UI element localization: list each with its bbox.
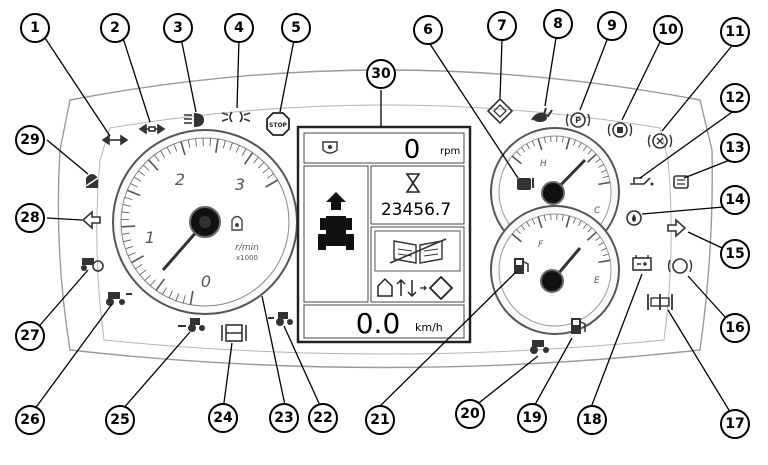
svg-text:STOP: STOP	[269, 122, 288, 129]
callout-28: 28	[16, 204, 44, 232]
svg-text:13: 13	[725, 140, 744, 156]
callout-22: 22	[309, 404, 337, 432]
callout-18: 18	[578, 406, 606, 434]
callout-10: 10	[654, 16, 682, 44]
svg-text:21: 21	[370, 412, 389, 428]
callout-17: 17	[721, 410, 749, 438]
callout-6: 6	[414, 16, 442, 44]
svg-text:6: 6	[423, 22, 433, 38]
callout-27: 27	[16, 322, 44, 350]
svg-text:1: 1	[30, 20, 40, 36]
svg-text:4: 4	[234, 20, 244, 36]
seat-belt-icon	[86, 174, 98, 188]
callout-14: 14	[721, 186, 749, 214]
tach-label-2: 2	[175, 170, 185, 189]
svg-text:11: 11	[725, 24, 744, 40]
tach-label-0: 0	[201, 272, 211, 291]
svg-text:29: 29	[20, 132, 39, 148]
svg-text:16: 16	[725, 320, 744, 336]
svg-text:10: 10	[658, 22, 678, 38]
fuel-gauge: F E	[491, 206, 619, 334]
svg-text:26: 26	[20, 412, 39, 428]
callout-23: 23	[270, 404, 298, 432]
callout-20: 20	[456, 400, 484, 428]
tach-unit-label: r/min	[235, 243, 259, 253]
temp-mark-h: H	[540, 159, 547, 169]
hour-meter-value: 23456.7	[381, 200, 451, 220]
callout-13: 13	[721, 134, 749, 162]
callout-21: 21	[366, 406, 394, 434]
callout-29: 29	[16, 126, 44, 154]
svg-text:23: 23	[274, 410, 293, 426]
callout-19: 19	[518, 404, 546, 432]
callout-4: 4	[225, 14, 253, 42]
svg-text:27: 27	[20, 328, 39, 344]
svg-text:7: 7	[497, 18, 507, 34]
tach-multiplier-label: x1000	[236, 254, 258, 262]
callout-9: 9	[598, 12, 626, 40]
svg-text:14: 14	[725, 192, 745, 208]
callout-12: 12	[721, 84, 749, 112]
svg-text:25: 25	[110, 412, 129, 428]
svg-text:8: 8	[553, 16, 563, 32]
tach-label-1: 1	[145, 228, 155, 247]
callout-8: 8	[544, 10, 572, 38]
callout-7: 7	[488, 12, 516, 40]
svg-text:30: 30	[371, 66, 391, 82]
svg-text:19: 19	[522, 410, 541, 426]
speed-unit: km/h	[415, 321, 443, 334]
svg-text:20: 20	[460, 406, 480, 422]
tachometer: 0 1 2 3 r/min x1000	[113, 130, 297, 314]
callout-15: 15	[721, 240, 749, 268]
svg-text:15: 15	[725, 246, 744, 262]
callout-24: 24	[209, 404, 237, 432]
callout-16: 16	[721, 314, 749, 342]
svg-text:18: 18	[582, 412, 601, 428]
callout-30: 30	[367, 60, 395, 88]
svg-text:28: 28	[20, 210, 39, 226]
callout-1: 1	[21, 14, 49, 42]
callout-2: 2	[101, 14, 129, 42]
gauge-tick	[210, 138, 211, 146]
stop-warning-icon: STOP	[267, 113, 289, 135]
svg-text:22: 22	[313, 410, 332, 426]
callout-3: 3	[164, 14, 192, 42]
fuel-mark-f: F	[538, 240, 544, 250]
callout-25: 25	[106, 406, 134, 434]
callout-26: 26	[16, 406, 44, 434]
gauge-tick	[121, 226, 135, 227]
svg-text:17: 17	[725, 416, 744, 432]
svg-text:24: 24	[213, 410, 233, 426]
coolant-temp-icon	[517, 178, 533, 190]
callout-5: 5	[282, 14, 310, 42]
svg-text:3: 3	[173, 20, 183, 36]
svg-text:5: 5	[291, 20, 301, 36]
temp-mark-c: C	[594, 206, 601, 216]
svg-text:12: 12	[725, 90, 744, 106]
central-display: 0 rpm 23456.7	[298, 127, 470, 342]
rpm-unit: rpm	[440, 146, 460, 157]
svg-text:P: P	[575, 116, 581, 125]
fuel-mark-e: E	[594, 276, 600, 286]
callout-11: 11	[721, 18, 749, 46]
svg-text:9: 9	[607, 18, 617, 34]
speed-value: 0.0	[356, 307, 401, 340]
tach-label-3: 3	[235, 175, 245, 194]
rpm-value: 0	[404, 135, 421, 165]
svg-text:2: 2	[110, 20, 120, 36]
